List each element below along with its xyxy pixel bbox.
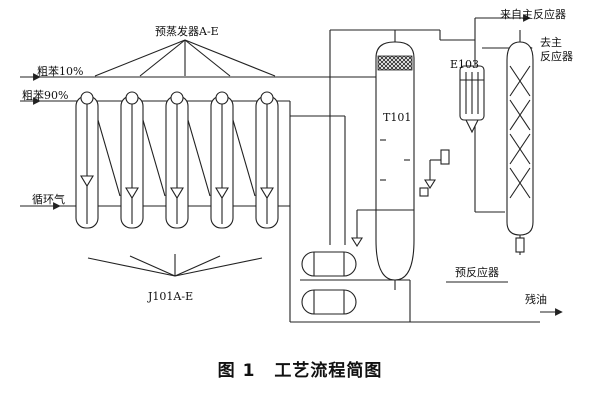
benzene90-label: 粗苯90% (22, 89, 69, 102)
to-main-reactor-label-2: 反应器 (540, 50, 573, 63)
column-label: T101 (383, 111, 412, 124)
to-main-reactor-label: 去主 (540, 36, 562, 49)
valves (351, 149, 450, 248)
process-flow-diagram (20, 14, 563, 323)
pre-reactor-label: 预反应器 (455, 266, 499, 279)
figure-number: 图 1 (217, 361, 256, 381)
column-t101 (375, 30, 415, 290)
exchanger-label: E103 (450, 58, 480, 71)
exchanger-e103 (459, 65, 485, 134)
benzene10-label: 粗苯10% (37, 65, 84, 78)
preheater-leader-lines (94, 39, 276, 77)
figure-caption: 图 1 工艺流程简图 (0, 356, 600, 381)
preheater-c (165, 91, 211, 229)
preheater-b (120, 91, 166, 229)
pre-reactor-vessel (506, 30, 534, 255)
preheater-e (255, 91, 279, 229)
bottom-exchangers (301, 251, 357, 315)
from-main-reactor-label: 来自主反应器 (500, 8, 566, 21)
preheater-a (75, 91, 121, 229)
preheater-vessels (75, 91, 279, 229)
figure-title: 工艺流程简图 (274, 361, 383, 381)
residual-oil-label: 残油 (525, 293, 547, 306)
preheaters-label: 预蒸发器A-E (155, 25, 219, 38)
pump-leader-lines (87, 254, 263, 277)
recycle-gas-label: 循环气 (32, 193, 65, 206)
pumps-label: J101A-E (148, 290, 194, 303)
preheater-d (210, 91, 256, 229)
